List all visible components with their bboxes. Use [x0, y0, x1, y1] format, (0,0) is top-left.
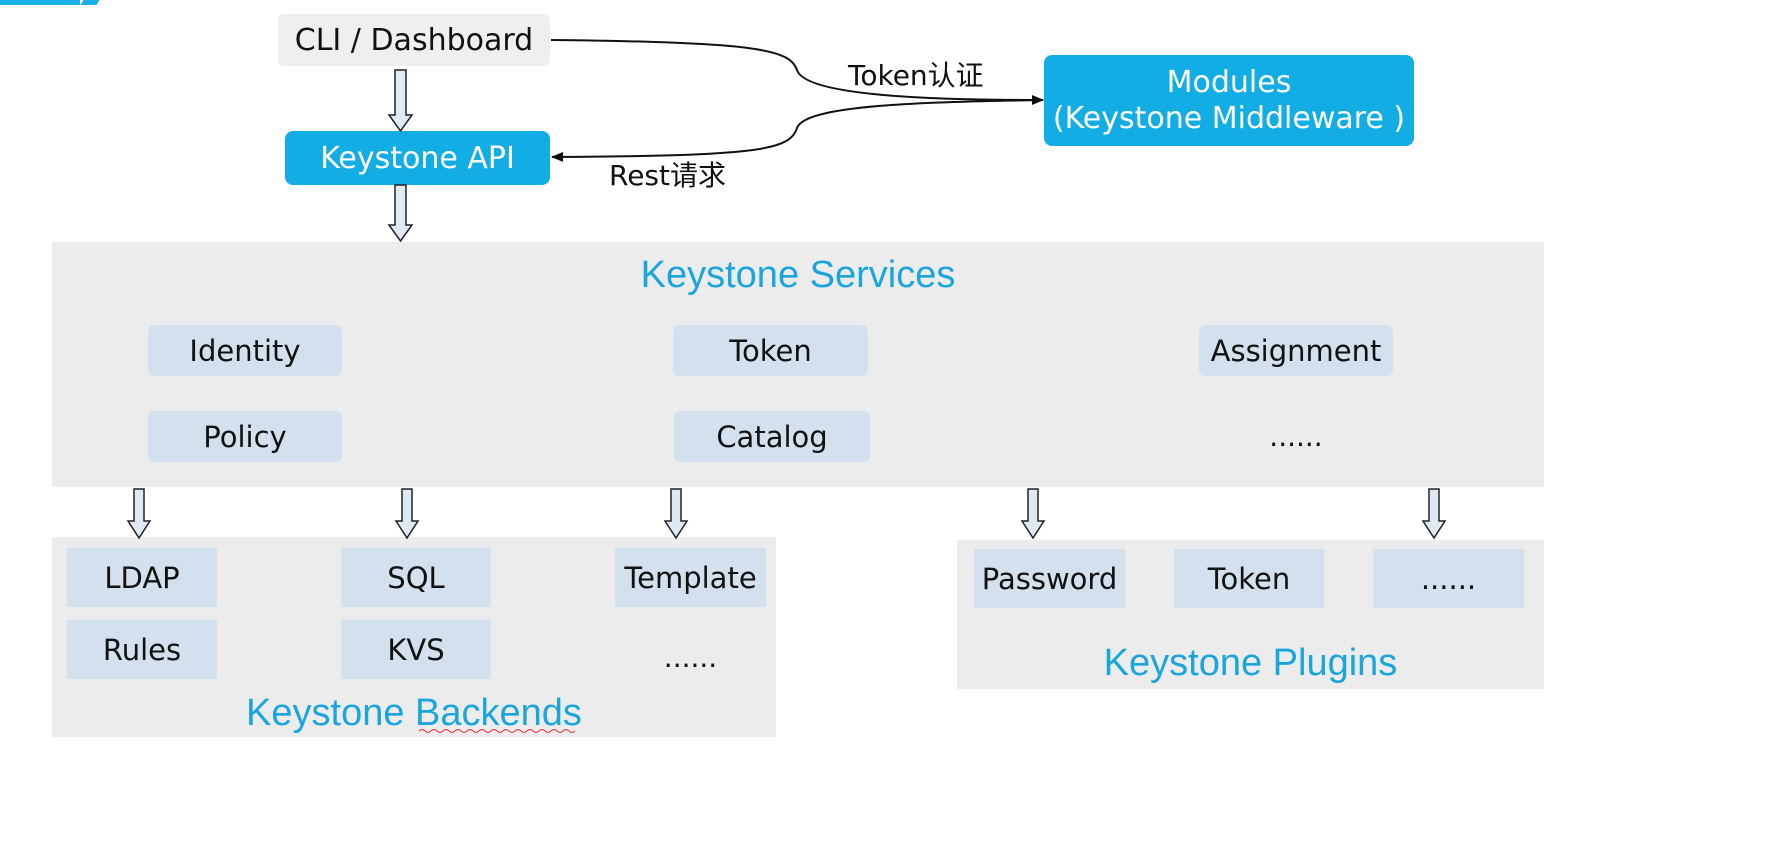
arrow-to-sql: [394, 488, 420, 540]
services-title: Keystone Services: [640, 253, 956, 296]
arrow-to-ldap: [126, 488, 152, 540]
arrow-to-plugin-more: [1421, 488, 1447, 540]
keystone-api-node: Keystone API: [285, 131, 550, 185]
backends-title-text: Keystone Backends: [246, 691, 582, 734]
arrow-api-to-services: [387, 184, 414, 243]
arrow-to-password: [1020, 488, 1046, 540]
token-auth-connector: [550, 39, 1044, 105]
spellcheck-underline: [418, 729, 576, 733]
arrow-to-template: [663, 488, 689, 540]
corner-accent: [0, 0, 80, 5]
edge-label-rest-request: Rest请求: [609, 159, 726, 192]
rest-request-connector: [551, 99, 1044, 162]
service-more: ......: [1269, 420, 1323, 453]
modules-sublabel: (Keystone Middleware ): [1052, 100, 1406, 136]
arrow-cli-to-api: [387, 69, 414, 133]
edge-label-token-auth: Token认证: [848, 59, 984, 92]
service-identity: Identity: [148, 325, 342, 376]
service-assignment: Assignment: [1199, 325, 1393, 376]
backend-more: ......: [663, 641, 718, 674]
modules-node: Modules (Keystone Middleware ): [1044, 55, 1414, 146]
modules-label: Modules: [1166, 64, 1292, 100]
service-catalog: Catalog: [674, 411, 870, 462]
plugin-token: Token: [1174, 549, 1324, 608]
cli-dashboard-node: CLI / Dashboard: [278, 14, 550, 66]
plugin-more: ......: [1373, 549, 1524, 608]
backend-sql: SQL: [341, 548, 491, 607]
service-token: Token: [673, 325, 868, 376]
plugins-title: Keystone Plugins: [1103, 641, 1398, 684]
service-policy: Policy: [148, 411, 342, 462]
backends-title: Keystone Backends: [52, 688, 776, 738]
backend-kvs: KVS: [341, 620, 491, 679]
backend-ldap: LDAP: [67, 548, 217, 607]
plugin-password: Password: [974, 549, 1125, 608]
backend-template: Template: [615, 548, 766, 607]
backend-rules: Rules: [67, 620, 217, 679]
